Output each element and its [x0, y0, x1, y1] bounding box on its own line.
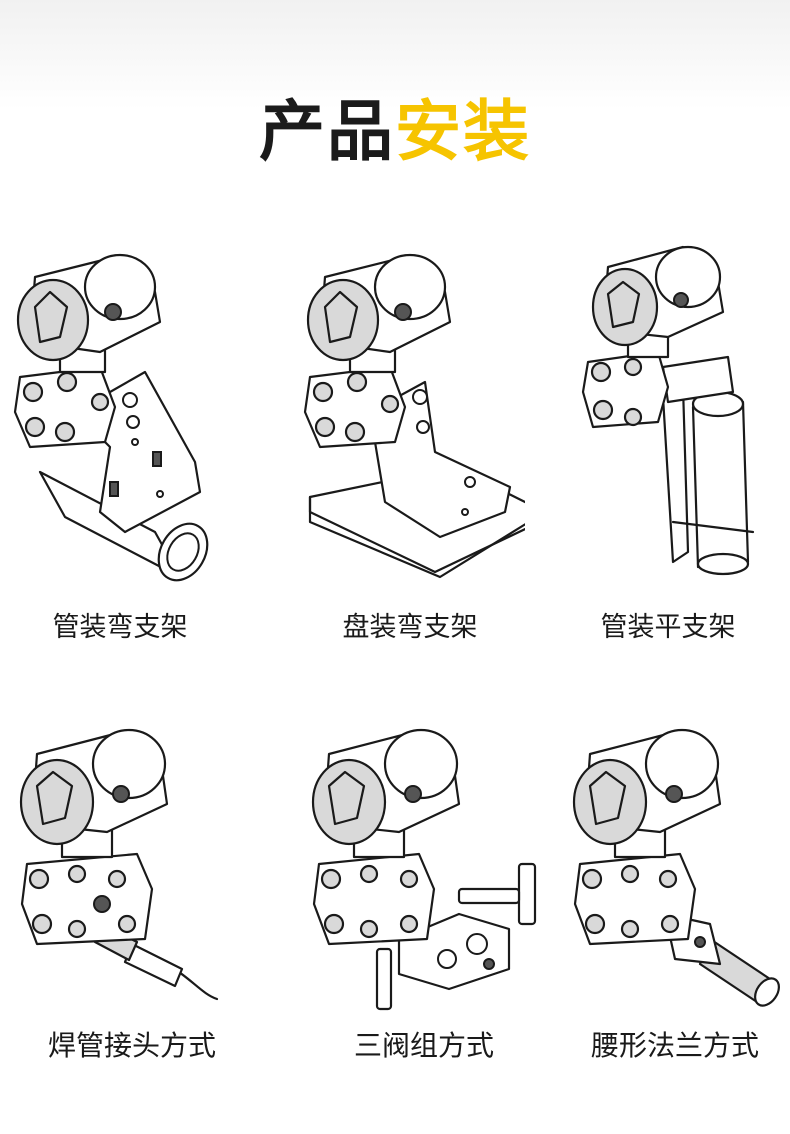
install-label: 腰形法兰方式: [590, 1029, 759, 1062]
weld-pipe-joint-illustration: [17, 714, 247, 1064]
pipe-bent-bracket-illustration: [5, 232, 235, 582]
title-part-install: 安装: [395, 93, 531, 170]
install-card-three-valve: 三阀组方式: [309, 714, 539, 1064]
install-card-pipe-flat: 管装平支架: [553, 232, 783, 643]
install-label: 管装弯支架: [52, 612, 188, 643]
title-part-product: 产品: [259, 93, 395, 170]
install-label: 三阀组方式: [353, 1029, 494, 1062]
panel-bent-bracket-illustration: [295, 232, 525, 582]
install-label: 盘装弯支架: [342, 612, 478, 643]
oval-flange-illustration: [560, 714, 790, 1064]
install-label: 管装平支架: [600, 612, 736, 643]
pipe-flat-bracket-illustration: [553, 232, 783, 582]
install-card-panel-bent: 盘装弯支架: [295, 232, 525, 643]
install-label: 焊管接头方式: [47, 1029, 216, 1062]
three-valve-manifold-illustration: [309, 714, 539, 1064]
install-card-weld-joint: 焊管接头方式: [17, 714, 247, 1064]
header-band: [0, 0, 790, 110]
install-card-oval-flange: 腰形法兰方式: [560, 714, 790, 1064]
install-card-pipe-bent: 管装弯支架: [5, 232, 235, 643]
page-title: 产品安装: [0, 92, 790, 172]
